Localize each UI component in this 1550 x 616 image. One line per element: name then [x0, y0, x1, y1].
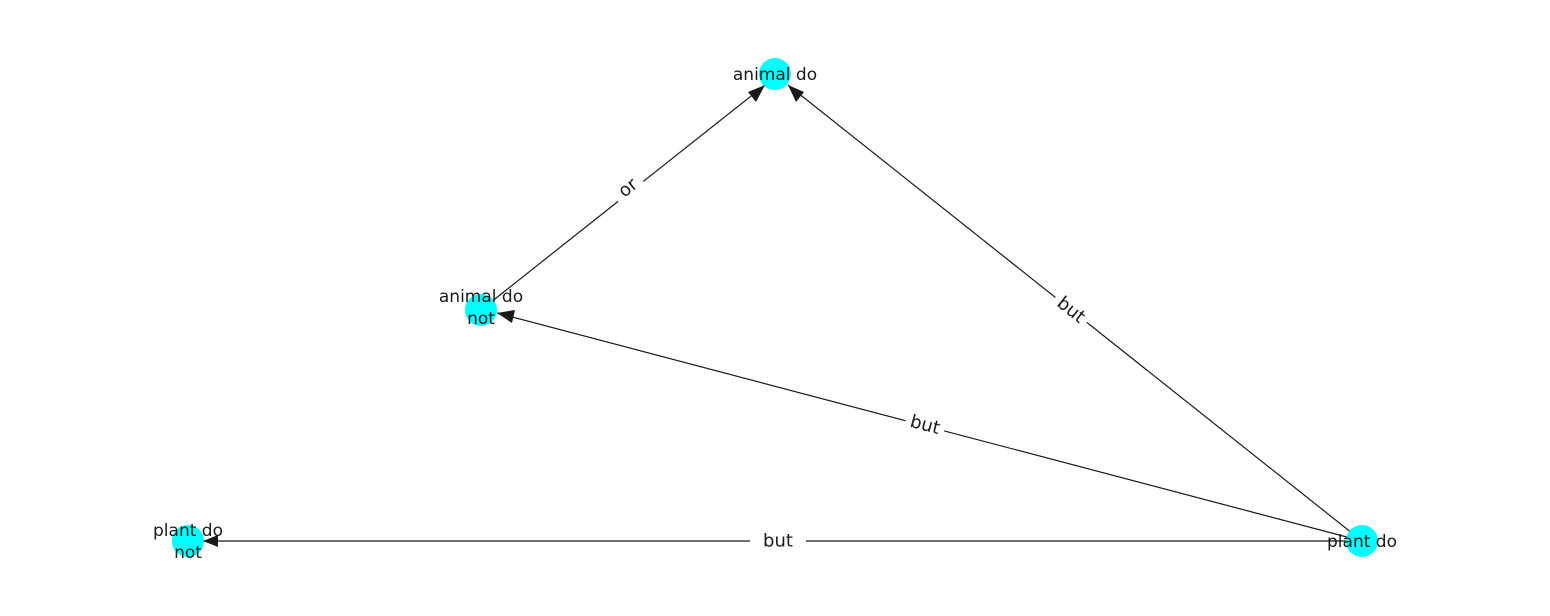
node-animal-do [759, 58, 791, 90]
svg-text:but: but [763, 531, 793, 552]
node-animal-do-not [465, 294, 497, 326]
edge-label-but-1: but [1047, 287, 1095, 333]
arrowhead-but-animal-do-icon [788, 85, 804, 102]
arrowhead-but-animal-do-not-icon [497, 310, 515, 323]
edge-label-but-2: but [902, 407, 948, 443]
node-label-plant-do: plant do [1327, 532, 1397, 552]
node-label-animal-do-not-line2: not [467, 309, 495, 329]
edge-label-or: or [607, 167, 649, 209]
node-label-plant-do-not-line2: not [174, 543, 202, 563]
node-label-animal-do: animal do [733, 65, 817, 85]
arrowhead-or-icon [748, 85, 765, 102]
node-plant-do [1346, 525, 1378, 557]
edge-label-but-3: but [750, 528, 806, 554]
node-label-animal-do-not-line1: animal do [439, 287, 523, 307]
node-plant-do-not [172, 525, 204, 557]
arrowhead-but-plant-do-not-icon [203, 535, 218, 547]
node-label-plant-do-not-line1: plant do [153, 521, 223, 541]
